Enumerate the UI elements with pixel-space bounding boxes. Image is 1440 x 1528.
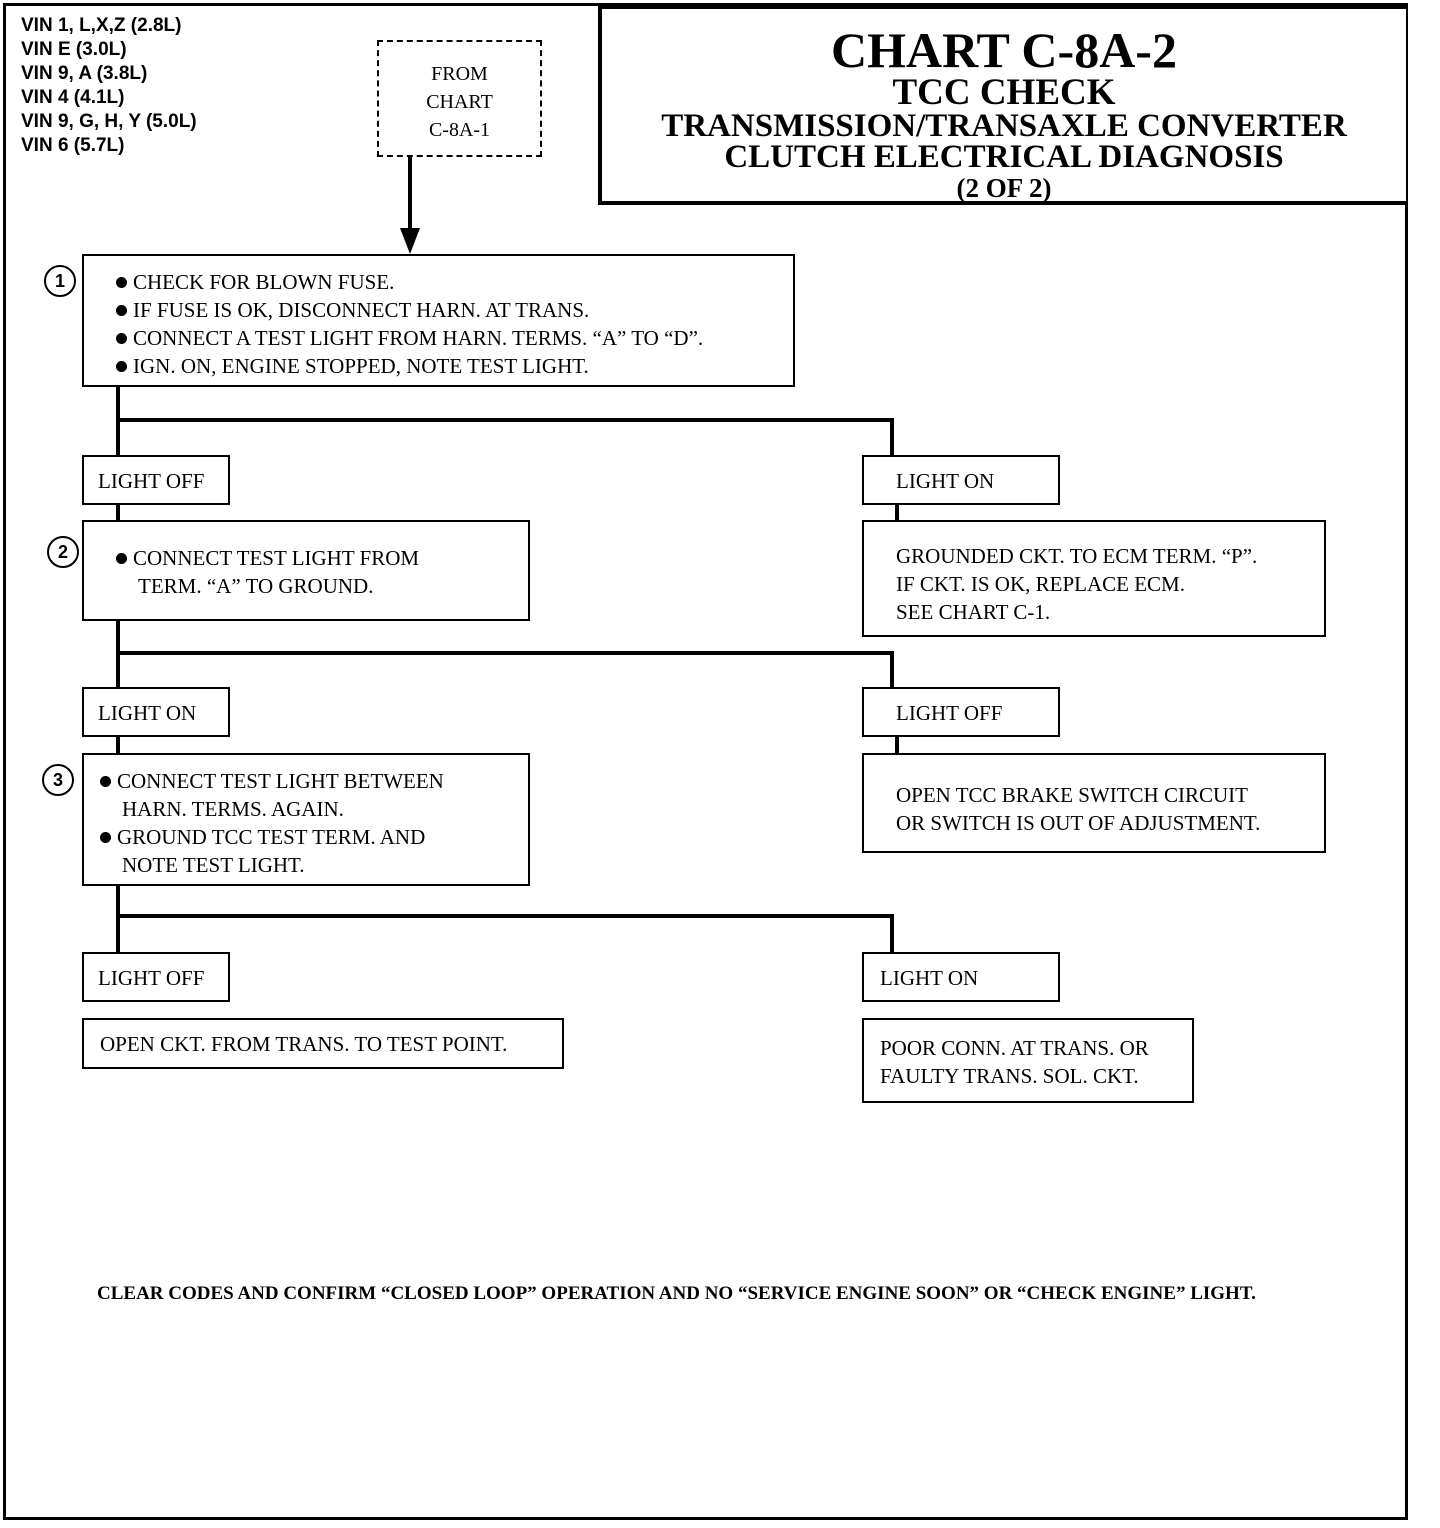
step-1-line: CHECK FOR BLOWN FUSE. [116, 268, 793, 296]
branch-3-left-label: LIGHT OFF [82, 952, 230, 1002]
step-2-box: CONNECT TEST LIGHT FROM TERM. “A” TO GRO… [82, 520, 530, 621]
result-line: SEE CHART C-1. [896, 600, 1051, 624]
branch-3-right-result: POOR CONN. AT TRANS. OR FAULTY TRANS. SO… [862, 1018, 1194, 1103]
step-3-line: GROUND TCC TEST TERM. AND [100, 823, 528, 851]
bullet-icon [116, 361, 127, 372]
bullet-icon [100, 832, 111, 843]
label-text: LIGHT ON [880, 966, 979, 990]
arrow-head-icon [400, 228, 420, 254]
chart-title-block: CHART C-8A-2 TCC CHECK TRANSMISSION/TRAN… [598, 5, 1406, 205]
step-3-number: 3 [42, 764, 74, 796]
step-3-line: HARN. TERMS. AGAIN. [122, 797, 344, 821]
label-text: LIGHT OFF [98, 469, 205, 493]
step-2-line: TERM. “A” TO GROUND. [138, 574, 374, 598]
branch-1-left-label: LIGHT OFF [82, 455, 230, 505]
result-line: POOR CONN. AT TRANS. OR [880, 1036, 1149, 1060]
chart-number: CHART C-8A-2 [831, 22, 1177, 78]
vin-item: VIN 9, G, H, Y (5.0L) [21, 111, 197, 132]
chart-subtitle: TCC CHECK [892, 72, 1116, 113]
chart-page-indicator: (2 OF 2) [956, 173, 1052, 203]
step-1-number: 1 [44, 265, 76, 297]
connector [116, 886, 120, 952]
vin-item: VIN 6 (5.7L) [21, 135, 125, 156]
bullet-icon [100, 776, 111, 787]
connector [890, 418, 894, 455]
result-line: OPEN TCC BRAKE SWITCH CIRCUIT [896, 783, 1248, 807]
bullet-icon [116, 553, 127, 564]
branch-3-left-result: OPEN CKT. FROM TRANS. TO TEST POINT. [82, 1018, 564, 1069]
connector [890, 651, 894, 687]
label-text: LIGHT OFF [98, 966, 205, 990]
result-line: IF CKT. IS OK, REPLACE ECM. [896, 572, 1185, 596]
from-chart-text: CHART [426, 91, 493, 113]
bullet-icon [116, 305, 127, 316]
connector [116, 505, 120, 520]
step-3-line: NOTE TEST LIGHT. [122, 853, 305, 877]
arrow-shaft [408, 157, 412, 232]
label-text: LIGHT ON [896, 469, 995, 493]
connector [116, 418, 894, 422]
outer-frame [3, 3, 1408, 1520]
from-chart-text: FROM [431, 63, 488, 85]
step-1-line: CONNECT A TEST LIGHT FROM HARN. TERMS. “… [116, 324, 793, 352]
connector [895, 505, 899, 520]
vin-list: VIN 1, L,X,Z (2.8L) VIN E (3.0L) VIN 9, … [21, 14, 197, 158]
branch-3-right-label: LIGHT ON [862, 952, 1060, 1002]
branch-1-right-result: GROUNDED CKT. TO ECM TERM. “P”. IF CKT. … [862, 520, 1326, 637]
connector [116, 651, 894, 655]
step-2-number: 2 [47, 536, 79, 568]
branch-2-right-result: OPEN TCC BRAKE SWITCH CIRCUIT OR SWITCH … [862, 753, 1326, 853]
bullet-icon [116, 277, 127, 288]
result-line: OR SWITCH IS OUT OF ADJUSTMENT. [896, 811, 1261, 835]
connector [116, 914, 894, 918]
vin-item: VIN 4 (4.1L) [21, 87, 125, 108]
step-1-line: IGN. ON, ENGINE STOPPED, NOTE TEST LIGHT… [116, 352, 793, 380]
step-2-line: CONNECT TEST LIGHT FROM [116, 544, 528, 572]
vin-item: VIN 9, A (3.8L) [21, 63, 148, 84]
footer-instruction: CLEAR CODES AND CONFIRM “CLOSED LOOP” OP… [97, 1283, 1256, 1304]
from-chart-box: FROM CHART C-8A-1 [377, 40, 542, 157]
result-line: GROUNDED CKT. TO ECM TERM. “P”. [896, 544, 1258, 568]
step-1-box: CHECK FOR BLOWN FUSE. IF FUSE IS OK, DIS… [82, 254, 795, 387]
from-chart-text: C-8A-1 [428, 119, 491, 141]
branch-2-left-label: LIGHT ON [82, 687, 230, 737]
chart-description-line1: TRANSMISSION/TRANSAXLE CONVERTER [661, 108, 1347, 144]
branch-1-right-label: LIGHT ON [862, 455, 1060, 505]
connector [116, 737, 120, 753]
step-3-box: CONNECT TEST LIGHT BETWEEN HARN. TERMS. … [82, 753, 530, 886]
branch-2-right-label: LIGHT OFF [862, 687, 1060, 737]
step-3-line: CONNECT TEST LIGHT BETWEEN [100, 767, 528, 795]
chart-description-line2: CLUTCH ELECTRICAL DIAGNOSIS [724, 139, 1284, 175]
label-text: LIGHT OFF [896, 701, 1003, 725]
vin-item: VIN E (3.0L) [21, 39, 127, 60]
label-text: LIGHT ON [98, 701, 197, 725]
vin-item: VIN 1, L,X,Z (2.8L) [21, 15, 182, 36]
connector [895, 737, 899, 753]
result-line: OPEN CKT. FROM TRANS. TO TEST POINT. [100, 1032, 508, 1056]
connector [890, 914, 894, 952]
bullet-icon [116, 333, 127, 344]
result-line: FAULTY TRANS. SOL. CKT. [880, 1064, 1139, 1088]
step-1-line: IF FUSE IS OK, DISCONNECT HARN. AT TRANS… [116, 296, 793, 324]
